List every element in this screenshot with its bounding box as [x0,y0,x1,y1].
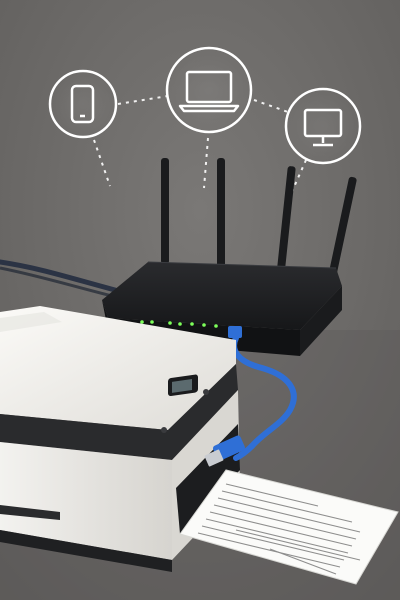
router-antenna-3 [276,166,296,278]
dark-power-cable [0,259,118,293]
printer-front [0,442,172,560]
router-antennas [161,158,357,284]
smartphone-icon [70,84,95,124]
inkjet-printer [0,306,240,572]
printed-paper [179,469,399,585]
router-antenna-4 [327,176,357,284]
connection-line-phone-down [93,139,111,187]
connection-line-laptop-desktop [253,99,289,113]
printer-control-panel [161,374,209,433]
printer-trim [0,364,238,460]
printer-button [203,389,209,395]
ethernet-plug [228,326,242,338]
printed-text-lines [197,483,361,575]
printer-display [172,379,192,393]
phone-device-bubble [48,69,118,139]
usb-connector-metal [204,449,224,467]
connection-line-laptop-down [203,137,209,189]
printer-paper-tray [0,505,60,520]
router-antenna-1 [161,158,169,264]
desktop-device-bubble [284,87,362,165]
laptop-icon [178,70,240,113]
monitor-icon [303,108,343,147]
printer-power-button [161,427,167,433]
printer-base [0,530,172,572]
laptop-device-bubble [165,46,253,134]
blue-usb-cable [204,435,255,467]
router-antenna-2 [217,158,225,272]
blue-ethernet-cable [228,326,297,449]
dark-power-cable-second [0,266,113,298]
connection-line-phone-laptop [117,95,169,105]
printer-lid [0,306,236,430]
printer-lid-seam [0,312,62,332]
router-status-leds [140,320,218,328]
